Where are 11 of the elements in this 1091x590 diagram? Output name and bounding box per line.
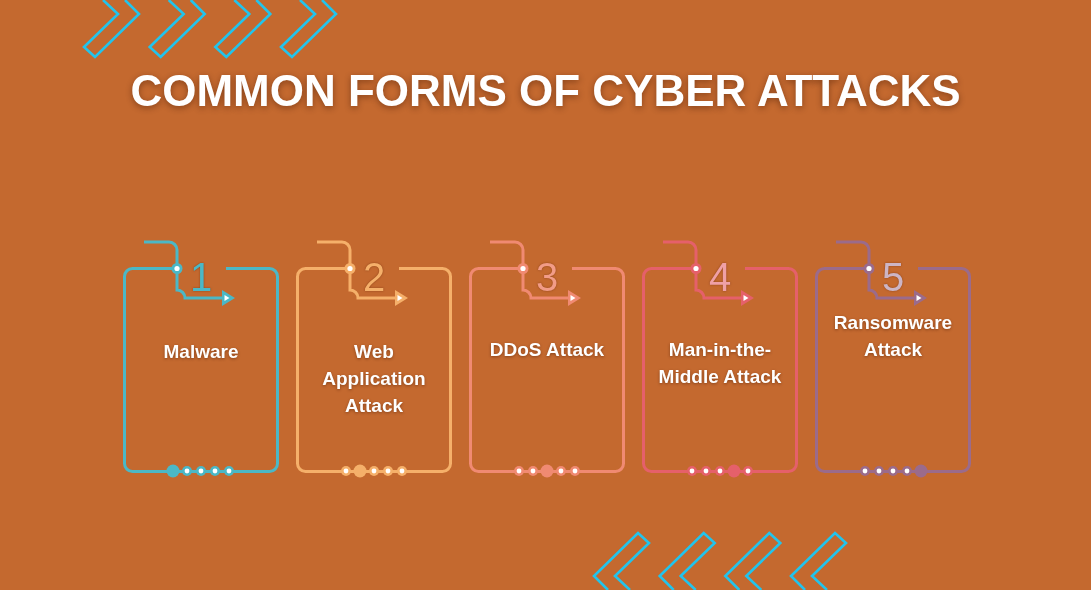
step-number: 5 xyxy=(880,257,906,297)
step-number: 4 xyxy=(707,257,733,297)
step-number: 2 xyxy=(361,257,387,297)
card-title: Malware xyxy=(162,340,240,364)
title: COMMON FORMS OF CYBER ATTACKS xyxy=(129,65,962,117)
step-number: 3 xyxy=(534,257,560,297)
card-title: Web Application Attack xyxy=(321,340,427,418)
card-title: Ransomware Attack xyxy=(832,311,954,362)
card-title: Man-in-the-Middle Attack xyxy=(657,338,783,389)
step-number: 1 xyxy=(188,257,214,297)
card-title: DDoS Attack xyxy=(488,338,606,362)
